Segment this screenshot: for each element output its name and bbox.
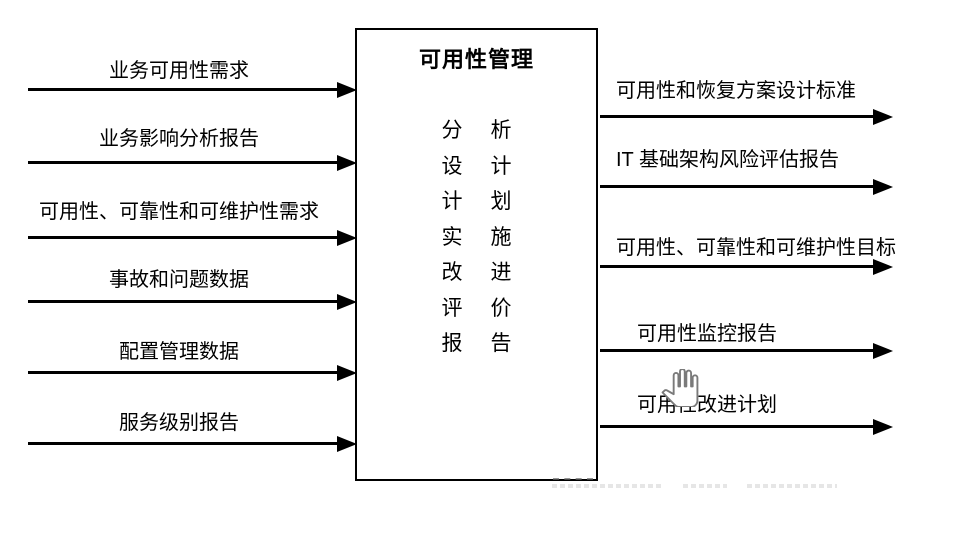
process-box: 可用性管理 分析 设计 计划 实施 改进 评价 报告 bbox=[355, 28, 598, 481]
output-label-5: 可用性改进计划 bbox=[637, 394, 777, 416]
watermark bbox=[552, 484, 663, 488]
arrowhead-icon bbox=[873, 179, 893, 195]
input-label-1: 业务可用性需求 bbox=[109, 60, 249, 82]
activity-item-2: 设计 bbox=[441, 154, 540, 178]
input-arrow-3 bbox=[28, 230, 357, 246]
watermark bbox=[683, 484, 727, 488]
input-arrow-2 bbox=[28, 155, 357, 171]
output-label-2: IT 基础架构风险评估报告 bbox=[616, 149, 839, 171]
input-label-4: 事故和问题数据 bbox=[109, 269, 249, 291]
watermark bbox=[553, 478, 593, 480]
output-arrow-2 bbox=[600, 179, 893, 195]
input-arrow-4 bbox=[28, 294, 357, 310]
input-label-5: 配置管理数据 bbox=[119, 341, 239, 363]
process-box-title: 可用性管理 bbox=[418, 47, 534, 72]
input-label-2: 业务影响分析报告 bbox=[99, 128, 259, 150]
arrowhead-icon bbox=[873, 259, 893, 275]
output-arrow-4 bbox=[600, 343, 893, 359]
activity-item-3: 计划 bbox=[441, 190, 540, 213]
arrowhead-icon bbox=[337, 436, 357, 452]
output-arrow-1 bbox=[600, 109, 893, 125]
arrowhead-icon bbox=[873, 419, 893, 435]
input-label-3: 可用性、可靠性和可维护性需求 bbox=[39, 201, 319, 223]
output-label-4: 可用性监控报告 bbox=[637, 323, 777, 345]
input-arrow-6 bbox=[28, 436, 357, 452]
arrowhead-icon bbox=[337, 82, 357, 98]
activity-item-1: 分析 bbox=[441, 119, 540, 142]
arrowhead-icon bbox=[337, 294, 357, 310]
input-arrow-5 bbox=[28, 365, 357, 381]
hand-grab-cursor-icon bbox=[661, 368, 699, 408]
activity-item-6: 评价 bbox=[441, 296, 540, 320]
output-label-3: 可用性、可靠性和可维护性目标 bbox=[616, 237, 896, 259]
output-arrow-3 bbox=[600, 259, 893, 275]
output-label-1: 可用性和恢复方案设计标准 bbox=[616, 80, 856, 102]
arrowhead-icon bbox=[873, 109, 893, 125]
activity-list: 分析 设计 计划 实施 改进 评价 报告 bbox=[357, 113, 596, 362]
arrowhead-icon bbox=[337, 230, 357, 246]
input-label-6: 服务级别报告 bbox=[119, 412, 239, 434]
arrowhead-icon bbox=[873, 343, 893, 359]
input-arrow-1 bbox=[28, 82, 357, 98]
activity-item-5: 改进 bbox=[441, 261, 540, 284]
activity-item-4: 实施 bbox=[441, 225, 540, 249]
watermark bbox=[747, 484, 837, 488]
activity-item-7: 报告 bbox=[441, 332, 540, 355]
output-arrow-5 bbox=[600, 419, 893, 435]
arrowhead-icon bbox=[337, 155, 357, 171]
arrowhead-icon bbox=[337, 365, 357, 381]
